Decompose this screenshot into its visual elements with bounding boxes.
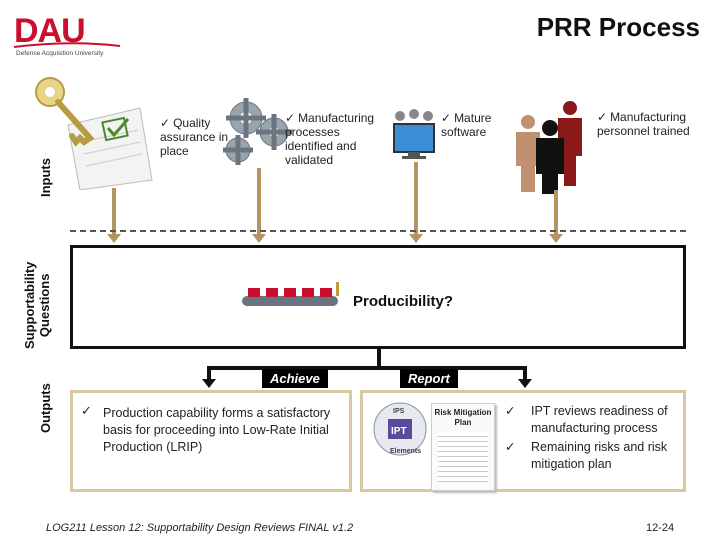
conveyor-belt-icon xyxy=(240,280,352,314)
input-manufacturing-personnel: ✓Manufacturing personnel trained xyxy=(597,110,697,138)
people-icon xyxy=(512,100,602,195)
monitor-icon xyxy=(388,102,448,162)
input-arrow-shaft xyxy=(414,162,418,235)
footer-page-number: 12-24 xyxy=(646,522,675,534)
check-mark-icon: ✓ xyxy=(285,111,296,125)
svg-text:IPS: IPS xyxy=(393,408,405,415)
input-mature-software: ✓Mature software xyxy=(441,111,511,139)
output-branch-right xyxy=(523,368,527,380)
report-output-box: IPS Elements IPT Risk Mitigation Plan ✓ … xyxy=(360,390,686,492)
check-mark-icon: ✓ xyxy=(160,116,171,130)
input-text: Manufacturing processes identified and v… xyxy=(285,111,375,167)
input-text: Quality assurance in place xyxy=(160,116,229,158)
output-branch-left xyxy=(207,368,211,380)
input-text: Manufacturing personnel trained xyxy=(597,110,690,138)
footer-course-title: LOG211 Lesson 12: Supportability Design … xyxy=(46,522,354,534)
inputs-divider xyxy=(70,230,686,232)
frame-connector xyxy=(377,349,381,369)
input-arrow-shaft xyxy=(257,168,261,235)
ipt-elements-icon: IPS Elements IPT xyxy=(371,399,429,459)
key-document-icon xyxy=(20,70,160,191)
ipt-badge-label: IPT xyxy=(391,426,407,437)
check-mark-icon: ✓ xyxy=(505,404,516,418)
achieve-output-text: Production capability forms a satisfacto… xyxy=(103,406,331,454)
page-title: PRR Process xyxy=(536,12,700,42)
check-mark-icon: ✓ xyxy=(597,110,608,124)
report-tag: Report xyxy=(400,369,458,388)
output-split-line xyxy=(207,366,527,370)
input-arrow-head xyxy=(549,234,563,243)
report-item: ✓ Remaining risks and risk mitigation pl… xyxy=(501,439,681,473)
input-arrow-shaft xyxy=(112,188,116,235)
outputs-side-label: Outputs xyxy=(38,383,53,433)
dau-logo-mark: DAU Defense Acquisition University xyxy=(13,12,121,57)
output-arrow-right-head xyxy=(518,379,532,388)
svg-text:Defense Acquisition University: Defense Acquisition University xyxy=(16,50,104,57)
report-item-text: IPT reviews readiness of manufacturing p… xyxy=(531,404,668,435)
report-item: ✓ IPT reviews readiness of manufacturing… xyxy=(501,403,681,437)
supportability-line-2: Questions xyxy=(37,273,52,338)
input-text: Mature software xyxy=(441,111,492,139)
svg-text:Elements: Elements xyxy=(390,448,421,455)
producibility-question: Producibility? xyxy=(353,293,454,310)
input-arrow-head xyxy=(409,234,423,243)
gears-icon xyxy=(218,96,298,168)
risk-doc-title: Risk Mitigation Plan xyxy=(434,408,492,427)
risk-mitigation-plan-document: Risk Mitigation Plan xyxy=(431,403,495,491)
achieve-output-box: ✓ Production capability forms a satisfac… xyxy=(70,390,352,492)
dau-logo: DAU Defense Acquisition University xyxy=(10,8,220,58)
check-mark-icon: ✓ xyxy=(505,440,516,454)
input-quality-assurance: ✓Quality assurance in place xyxy=(160,116,240,158)
check-mark-icon: ✓ xyxy=(441,111,452,125)
report-item-text: Remaining risks and risk mitigation plan xyxy=(531,440,668,471)
supportability-frame xyxy=(70,245,686,349)
input-arrow-head xyxy=(252,234,266,243)
supportability-side-label: Supportability Questions xyxy=(22,262,52,349)
output-arrow-left-head xyxy=(202,379,216,388)
report-items: ✓ IPT reviews readiness of manufacturing… xyxy=(501,403,681,473)
supportability-line-1: Supportability xyxy=(22,261,37,349)
achieve-tag: Achieve xyxy=(262,369,328,388)
input-arrow-head xyxy=(107,234,121,243)
input-arrow-shaft xyxy=(554,190,558,235)
check-mark-icon: ✓ xyxy=(81,403,92,418)
input-manufacturing-processes: ✓Manufacturing processes identified and … xyxy=(285,111,385,167)
risk-doc-lines xyxy=(438,432,488,486)
